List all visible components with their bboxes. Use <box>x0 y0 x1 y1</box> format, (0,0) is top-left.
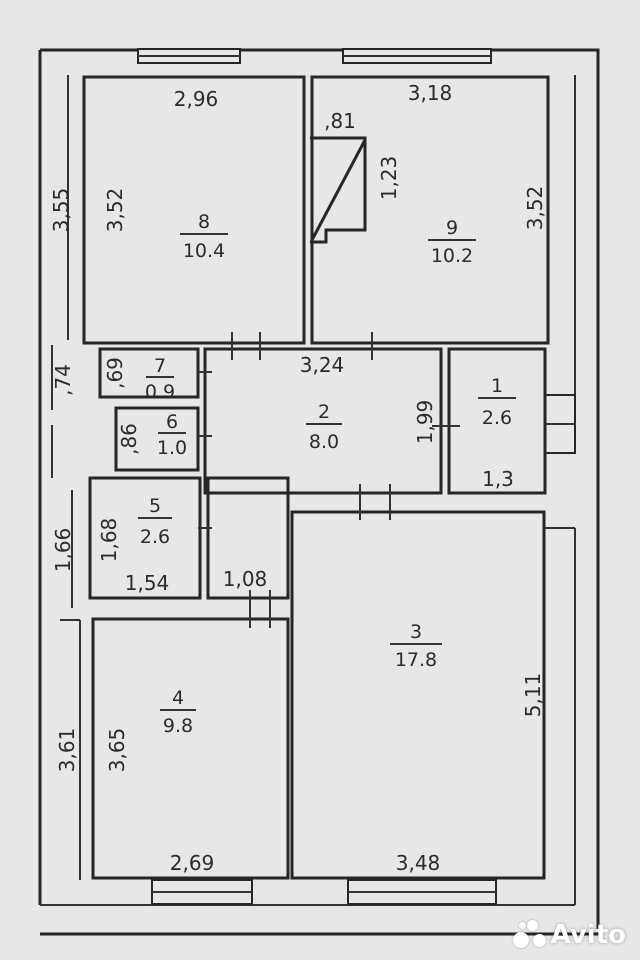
room-3-outline <box>290 510 546 880</box>
room-5-area: 2.6 <box>140 526 170 548</box>
room-1-area: 2.6 <box>482 407 512 429</box>
stair-width-dim: ,81 <box>324 109 356 133</box>
room-9-number: 9 <box>446 217 458 239</box>
room-5-width-dim: 1,54 <box>125 571 170 595</box>
exterior-dim-1-66: 1,66 <box>51 528 75 573</box>
room-2-area: 8.0 <box>309 431 339 453</box>
exterior-dim-0-74: ,74 <box>51 364 75 396</box>
avito-watermark-text: Avito <box>550 920 626 950</box>
room-3-width-dim: 3,48 <box>396 851 441 875</box>
room-9-outline <box>310 75 550 345</box>
room-4-number: 4 <box>172 687 184 709</box>
room-5-outline <box>88 476 202 600</box>
room-3-number: 3 <box>410 621 422 643</box>
room-5-height-dim: 1,68 <box>97 518 121 563</box>
room-2-outline <box>203 347 443 495</box>
room-2-height-dim: 1,99 <box>413 400 437 445</box>
windows <box>137 48 576 905</box>
room-8-outline <box>82 75 306 345</box>
room-7-number: 7 <box>154 355 166 377</box>
room-4-area: 9.8 <box>163 715 193 737</box>
room-4-width-dim: 2,69 <box>170 851 215 875</box>
interior-dimensions: 2,96 3,52 3,18 3,52 ,81 1,23 ,69 ,86 3,2… <box>97 81 547 875</box>
room-8-height-dim: 3,52 <box>103 188 127 233</box>
corridor-outline <box>206 476 290 600</box>
room-6-outline <box>114 406 200 472</box>
room-outlines <box>82 75 550 880</box>
corridor-width-dim: 1,08 <box>223 567 268 591</box>
room-3-height-dim: 5,11 <box>521 673 545 718</box>
room-7-area: 0.9 <box>145 381 175 403</box>
exterior-dim-3-55: 3,55 <box>49 188 73 233</box>
room-1-width-dim: 1,3 <box>482 467 514 491</box>
outer-walls <box>38 48 600 936</box>
room-1-outline <box>447 347 547 495</box>
room-6-area: 1.0 <box>157 437 187 459</box>
room-2-number: 2 <box>318 401 330 423</box>
room-5-number: 5 <box>149 495 161 517</box>
room-4-height-dim: 3,65 <box>105 728 129 773</box>
room-1-number: 1 <box>491 375 503 397</box>
room-3-area: 17.8 <box>395 649 437 671</box>
room-7-height-dim: ,69 <box>103 357 127 389</box>
room-labels: 8 10.4 9 10.2 7 0.9 6 1.0 2 8.0 1 2.6 5 … <box>138 211 516 737</box>
room-9-width-dim: 3,18 <box>408 81 453 105</box>
room-9-area: 10.2 <box>431 245 473 267</box>
room-4-outline <box>91 617 290 880</box>
avito-logo-icon <box>512 920 547 950</box>
room-8-number: 8 <box>198 211 210 233</box>
room-8-width-dim: 2,96 <box>174 87 219 111</box>
room-6-number: 6 <box>166 411 178 433</box>
stair <box>310 136 367 244</box>
room-9-height-dim: 3,52 <box>523 186 547 231</box>
exterior-dim-3-61: 3,61 <box>55 728 79 773</box>
room-8-area: 10.4 <box>183 240 225 262</box>
exterior-dimensions: 3,55 ,74 1,66 3,61 <box>49 188 79 773</box>
room-2-width-dim: 3,24 <box>300 353 345 377</box>
door-marks <box>198 332 460 628</box>
stair-height-dim: 1,23 <box>377 156 401 201</box>
exterior-dim-lines <box>51 75 81 880</box>
avito-watermark: Avito <box>512 920 626 950</box>
room-6-height-dim: ,86 <box>117 423 141 455</box>
